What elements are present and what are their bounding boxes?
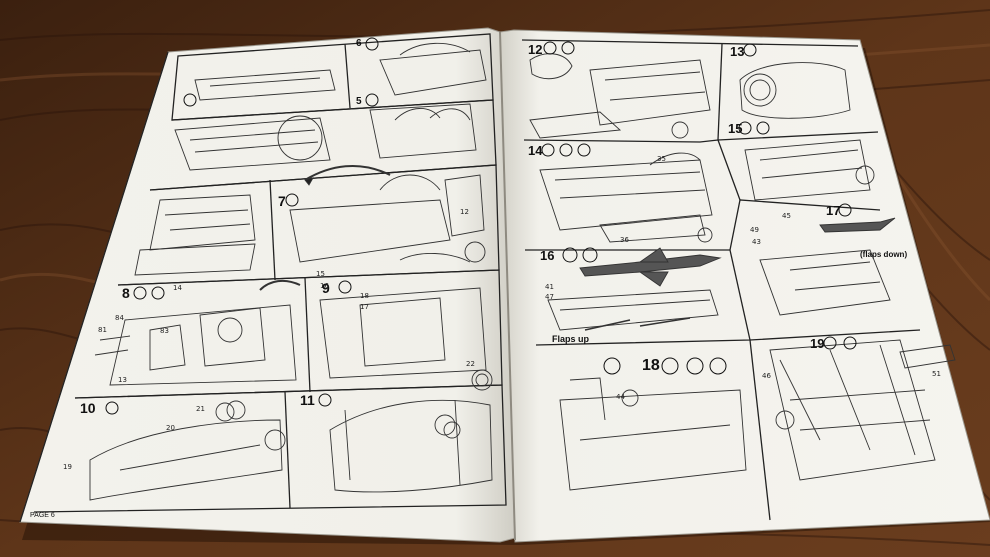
step-15-number: 15 (728, 121, 743, 136)
step-13-number: 13 (730, 44, 745, 59)
part-number: 46 (762, 372, 771, 380)
step-9-number: 9 (322, 280, 330, 296)
left-page-footer: PAGE 6 (30, 512, 55, 519)
part-number: 84 (115, 314, 124, 322)
part-number: 12 (460, 208, 469, 216)
part-number: 43 (752, 238, 761, 246)
part-number: 45 (782, 212, 791, 220)
part-number: 13 (118, 376, 127, 384)
part-number: 36 (620, 236, 629, 244)
step-8-number: 8 (122, 285, 130, 301)
flaps-down-label: (flaps down) (860, 250, 908, 259)
step-5-number: 5 (356, 96, 362, 107)
step-16-number: 16 (540, 248, 555, 263)
step-17-number: 17 (826, 203, 841, 218)
part-number: 81 (98, 326, 107, 334)
part-number: 41 (545, 283, 554, 291)
part-number: 51 (932, 370, 941, 378)
part-number: 14 (173, 284, 182, 292)
step-11-number: 11 (300, 392, 315, 408)
part-number: 18 (360, 292, 369, 300)
part-number: 20 (166, 424, 175, 432)
part-number: 16 (320, 282, 329, 290)
booklet-spine (499, 31, 516, 541)
part-number: 83 (160, 327, 169, 335)
part-number: 44 (616, 393, 625, 401)
part-number: 22 (466, 360, 475, 368)
right-panel-grid (521, 39, 921, 521)
step-6-number: 6 (356, 38, 362, 49)
part-number: 47 (545, 293, 554, 301)
right-assembly-drawings (529, 53, 956, 491)
step-10-number: 10 (80, 400, 96, 416)
part-number: 35 (657, 155, 666, 163)
part-number: 19 (63, 463, 72, 471)
part-number: 17 (360, 303, 369, 311)
step-12-number: 12 (528, 42, 543, 57)
step-7-number: 7 (278, 193, 286, 209)
step-19-number: 19 (810, 336, 825, 351)
left-assembly-drawings (89, 42, 493, 501)
step-icon-markers (105, 37, 857, 415)
flaps-up-label: Flaps up (552, 334, 590, 344)
step-18-number: 18 (642, 357, 660, 374)
step-14-number: 14 (528, 143, 543, 158)
part-number: 21 (196, 405, 205, 413)
part-number: 49 (750, 226, 759, 234)
part-number: 15 (316, 270, 325, 278)
left-panel-grid (19, 33, 507, 523)
